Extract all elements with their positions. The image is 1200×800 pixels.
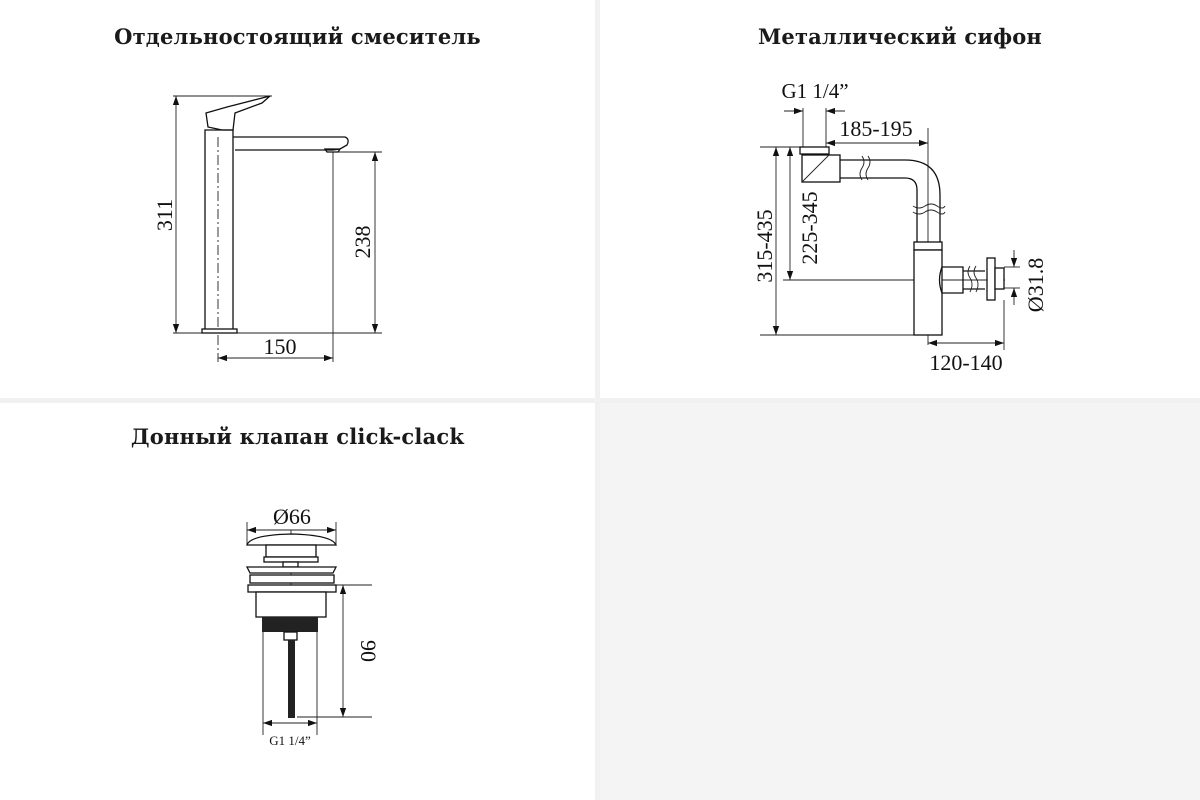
- drain-drawing: Ø66 90 G1 1/4”: [245, 504, 381, 748]
- siphon-drawing: G1 1/4” 185-195 315-435 225-345 Ø31.8 12…: [752, 79, 1048, 375]
- panel-empty: [600, 403, 1200, 800]
- panel-siphon: Металлический сифон: [600, 0, 1200, 398]
- faucet-dim-150: 150: [264, 334, 297, 359]
- siphon-dim-width: 185-195: [839, 116, 912, 141]
- drain-title: Донный клапан click-clack: [130, 424, 465, 449]
- siphon-dim-depth: 120-140: [929, 350, 1002, 375]
- drain-dim-thread: G1 1/4”: [269, 733, 311, 748]
- drain-dim-diameter: Ø66: [273, 504, 311, 529]
- faucet-title: Отдельностоящий смеситель: [114, 24, 481, 49]
- panel-faucet: Отдельностоящий смеситель: [0, 0, 595, 398]
- siphon-dim-height-total: 315-435: [752, 209, 777, 282]
- siphon-dim-diameter: Ø31.8: [1023, 258, 1048, 312]
- faucet-drawing: 311 238 150: [152, 95, 382, 362]
- siphon-dim-height-outlet: 225-345: [797, 191, 822, 264]
- siphon-title: Металлический сифон: [757, 24, 1043, 49]
- siphon-dim-thread: G1 1/4”: [781, 79, 848, 103]
- faucet-dim-311: 311: [152, 199, 177, 231]
- faucet-dim-238: 238: [350, 226, 375, 259]
- drain-dim-height: 90: [356, 640, 381, 662]
